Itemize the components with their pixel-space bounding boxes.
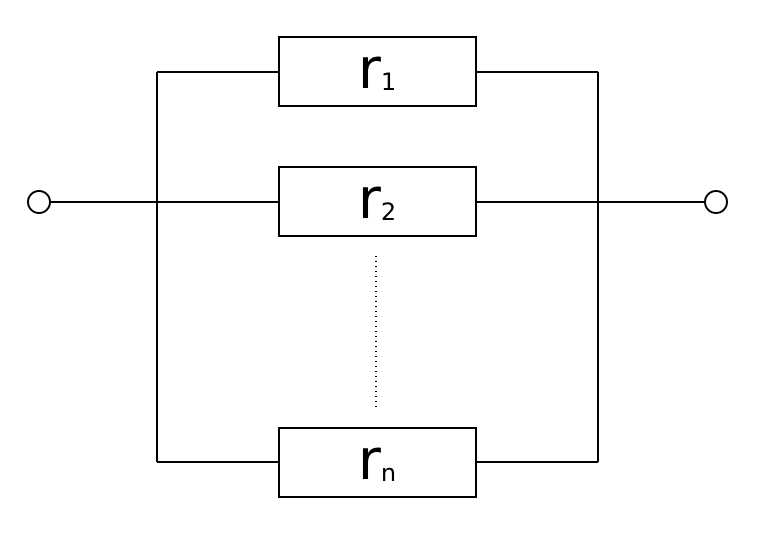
resistor-r1-label: r1 (358, 37, 396, 102)
resistor-rn-box (278, 427, 477, 498)
resistor-r2: r2 (278, 166, 477, 237)
resistor-r2-box (278, 166, 477, 237)
resistor-rn-label: rn (358, 428, 396, 493)
resistor-rn: rn (278, 427, 477, 498)
resistor-r1-box (278, 36, 477, 107)
left-terminal-icon (27, 190, 51, 214)
resistor-r2-label: r2 (358, 167, 396, 232)
resistor-r1: r1 (278, 36, 477, 107)
right-terminal-icon (704, 190, 728, 214)
